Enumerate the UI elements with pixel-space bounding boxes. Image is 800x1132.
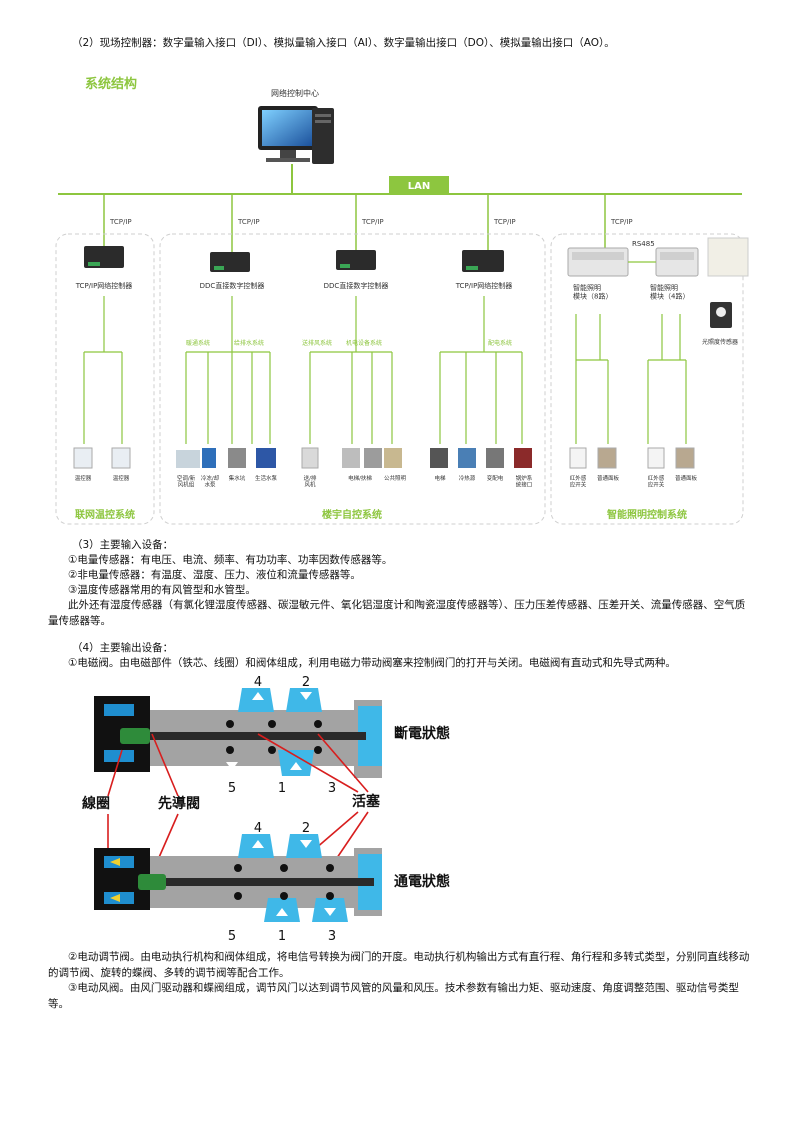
subsystem-label: 送排风系统	[302, 339, 332, 347]
device-icons	[73, 447, 695, 469]
device-label: 变配电	[487, 474, 504, 482]
controller-icon	[84, 246, 124, 268]
piston-label: 活塞	[352, 793, 381, 810]
port-label: 4	[254, 675, 262, 690]
diagram-title: 系统结构	[85, 76, 137, 92]
port-label: 5	[228, 929, 236, 944]
state-on-label: 通電狀態	[394, 873, 450, 890]
controller-label: DDC直接数字控制器	[200, 281, 265, 290]
group-caption: 智能照明控制系统	[607, 508, 687, 521]
subsystem-label: 配电系统	[488, 339, 512, 347]
output-item-3: ③电动风阀。由风门驱动器和蝶阀组成，调节风门以达到调节风管的风量和风压。技术参数…	[48, 982, 739, 1010]
light-sensor-label: 光照度传感器	[702, 338, 738, 346]
input-item-2: ②非电量传感器：有温度、湿度、压力、液位和流量传感器等。	[68, 569, 361, 581]
device-label: 红外感应开关	[648, 474, 665, 489]
system-structure-diagram: 系统结构 网络控制中心 LAN TCP/IP TCP/IP TCP/IP TCP…	[55, 76, 749, 525]
device-label: 公共照明	[384, 474, 407, 482]
device-label: 空调/新风机组	[177, 474, 196, 489]
device-label: 生活水泵	[255, 474, 278, 482]
output-item-1: ①电磁阀。由电磁部件（铁芯、线圈）和阀体组成，利用电磁力带动阀塞来控制阀门的打开…	[68, 657, 676, 669]
port-label: 1	[278, 781, 286, 796]
device-label: 冷冻/却水泵	[201, 474, 220, 489]
solenoid-valve-diagram: 4 2 5 1 3 斷電狀態 線圈 先導閥 活塞	[82, 675, 450, 944]
protocol-label: TCP/IP	[493, 218, 516, 226]
valve-on	[94, 834, 382, 922]
device-label: 普通面板	[675, 474, 698, 482]
controller-label: TCP/IP网络控制器	[455, 281, 513, 290]
protocol-label: TCP/IP	[610, 218, 633, 226]
device-label: 红外感应开关	[570, 474, 587, 489]
controllers-line: （2）现场控制器：数字量输入接口（DI）、模拟量输入接口（AI）、数字量输出接口…	[72, 37, 615, 49]
input-item-1: ①电量传感器：有电压、电流、频率、有功功率、功率因数传感器等。	[68, 554, 393, 566]
group-caption: 楼宇自控系统	[322, 508, 382, 521]
port-label: 5	[228, 781, 236, 796]
output-heading: （4）主要输出设备：	[72, 642, 174, 654]
rs485-label: RS485	[632, 240, 655, 248]
group-box-bas	[159, 233, 546, 525]
port-label: 2	[302, 675, 310, 690]
subsystem-label: 暖通系统	[186, 339, 210, 347]
input-item-3: ③温度传感器常用的有风管型和水管型。	[68, 584, 256, 596]
protocol-label: TCP/IP	[361, 218, 384, 226]
device-label: 送/排风机	[304, 474, 317, 489]
subsystem-label: 给排水系统	[234, 339, 264, 347]
device-label: 普通面板	[597, 474, 620, 482]
output-item-2: ②电动调节阀。由电动执行机构和阀体组成，将电信号转换为阀门的开度。电动执行机构输…	[48, 951, 750, 979]
controller-label: DDC直接数字控制器	[324, 281, 389, 290]
port-label: 3	[328, 781, 336, 796]
device-label: 电梯/扶梯	[348, 474, 372, 482]
group-caption: 联网温控系统	[75, 508, 135, 521]
group-box-lighting	[550, 233, 744, 525]
input-extra: 此外还有湿度传感器（有氯化锂湿度传感器、碳湿敏元件、氧化铝湿度计和陶瓷湿度传感器…	[48, 599, 746, 627]
lighting-module-icon	[567, 247, 629, 277]
device-label: 温控器	[113, 474, 130, 482]
light-sensor-icon	[707, 237, 749, 328]
valve-off	[94, 688, 382, 778]
device-label: 集水坑	[229, 474, 246, 482]
lighting-module-label: 智能照明模块（8路）	[573, 283, 612, 300]
pilot-label: 先導閥	[158, 795, 200, 812]
port-label: 1	[278, 929, 286, 944]
device-label: 锅炉系统接口	[516, 474, 533, 489]
protocol-label: TCP/IP	[237, 218, 260, 226]
state-off-label: 斷電狀態	[394, 725, 450, 742]
device-label: 冷热源	[459, 474, 476, 482]
controller-icon	[462, 250, 504, 272]
lan-label: LAN	[408, 181, 430, 192]
controller-icon	[210, 252, 250, 272]
control-center-label: 网络控制中心	[271, 88, 319, 98]
computer-icon	[258, 106, 334, 164]
protocol-label: TCP/IP	[109, 218, 132, 226]
subsystem-label: 机电设备系统	[346, 339, 382, 347]
group-box-temp	[55, 233, 155, 525]
port-label: 2	[302, 821, 310, 836]
lighting-module-icon	[655, 247, 699, 277]
controller-icon	[336, 250, 376, 270]
device-label: 温控器	[75, 474, 92, 482]
input-heading: （3）主要输入设备：	[72, 539, 174, 551]
port-label: 4	[254, 821, 262, 836]
device-label: 电梯	[434, 474, 446, 482]
coil-label: 線圈	[82, 795, 110, 812]
lighting-module-label: 智能照明模块（4路）	[650, 283, 689, 300]
controller-label: TCP/IP网络控制器	[75, 281, 133, 290]
port-label: 3	[328, 929, 336, 944]
